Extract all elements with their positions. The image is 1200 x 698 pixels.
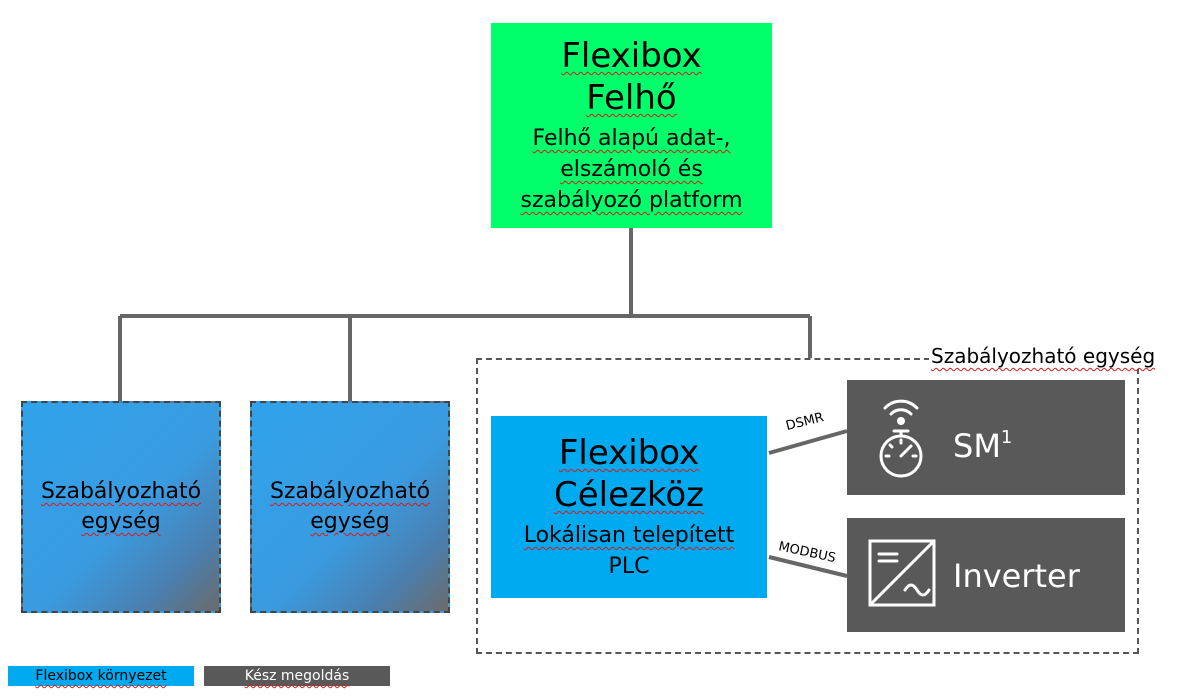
cloud-title-2: Felhő [586, 78, 677, 118]
cloud-desc-1: Felhő alapú adat-, [532, 126, 731, 151]
plc-box: Flexibox Célezköz Lokálisan telepített P… [491, 416, 767, 598]
sm-label: SM [953, 427, 1001, 465]
regulator-group-frame [476, 358, 1139, 654]
inverter-label: Inverter [953, 557, 1080, 595]
smart-meter-icon [879, 399, 923, 478]
sm-label-wrap: SM1 [953, 420, 1012, 464]
regulator-2-line1: Szabályozható [269, 479, 431, 504]
regulator-box-2: Szabályozható egység [250, 401, 450, 613]
legend-ready-solution: Kész megoldás [204, 666, 390, 686]
cloud-title-1: Flexibox [561, 36, 702, 76]
cloud-desc-2: elszámoló és [560, 157, 703, 182]
inverter-box: Inverter [847, 518, 1125, 632]
regulator-1-line1: Szabályozható [40, 479, 202, 504]
regulator-1-line2: egység [81, 509, 161, 534]
legend-ready-label: Kész megoldás [244, 668, 350, 684]
smart-meter-box: SM1 [847, 380, 1125, 495]
cloud-platform-box: Flexibox Felhő Felhő alapú adat-, elszám… [491, 23, 772, 228]
sm-superscript: 1 [1000, 427, 1013, 448]
dsmr-link [768, 429, 848, 455]
plc-desc-2: PLC [608, 554, 650, 579]
modbus-link [768, 555, 848, 578]
plc-title-2: Célezköz [554, 475, 704, 515]
legend-environment: Flexibox környezet [8, 666, 194, 686]
inverter-icon [868, 539, 936, 607]
regulator-2-line2: egység [310, 509, 390, 534]
regulator-box-1: Szabályozható egység [21, 401, 221, 613]
plc-title-1: Flexibox [558, 433, 700, 473]
legend-environment-label: Flexibox környezet [35, 668, 167, 684]
regulator-group-title: Szabályozható egység [929, 343, 1158, 369]
plc-desc-1: Lokálisan telepített [523, 523, 735, 548]
cloud-desc-3: szabályozó platform [520, 188, 743, 213]
